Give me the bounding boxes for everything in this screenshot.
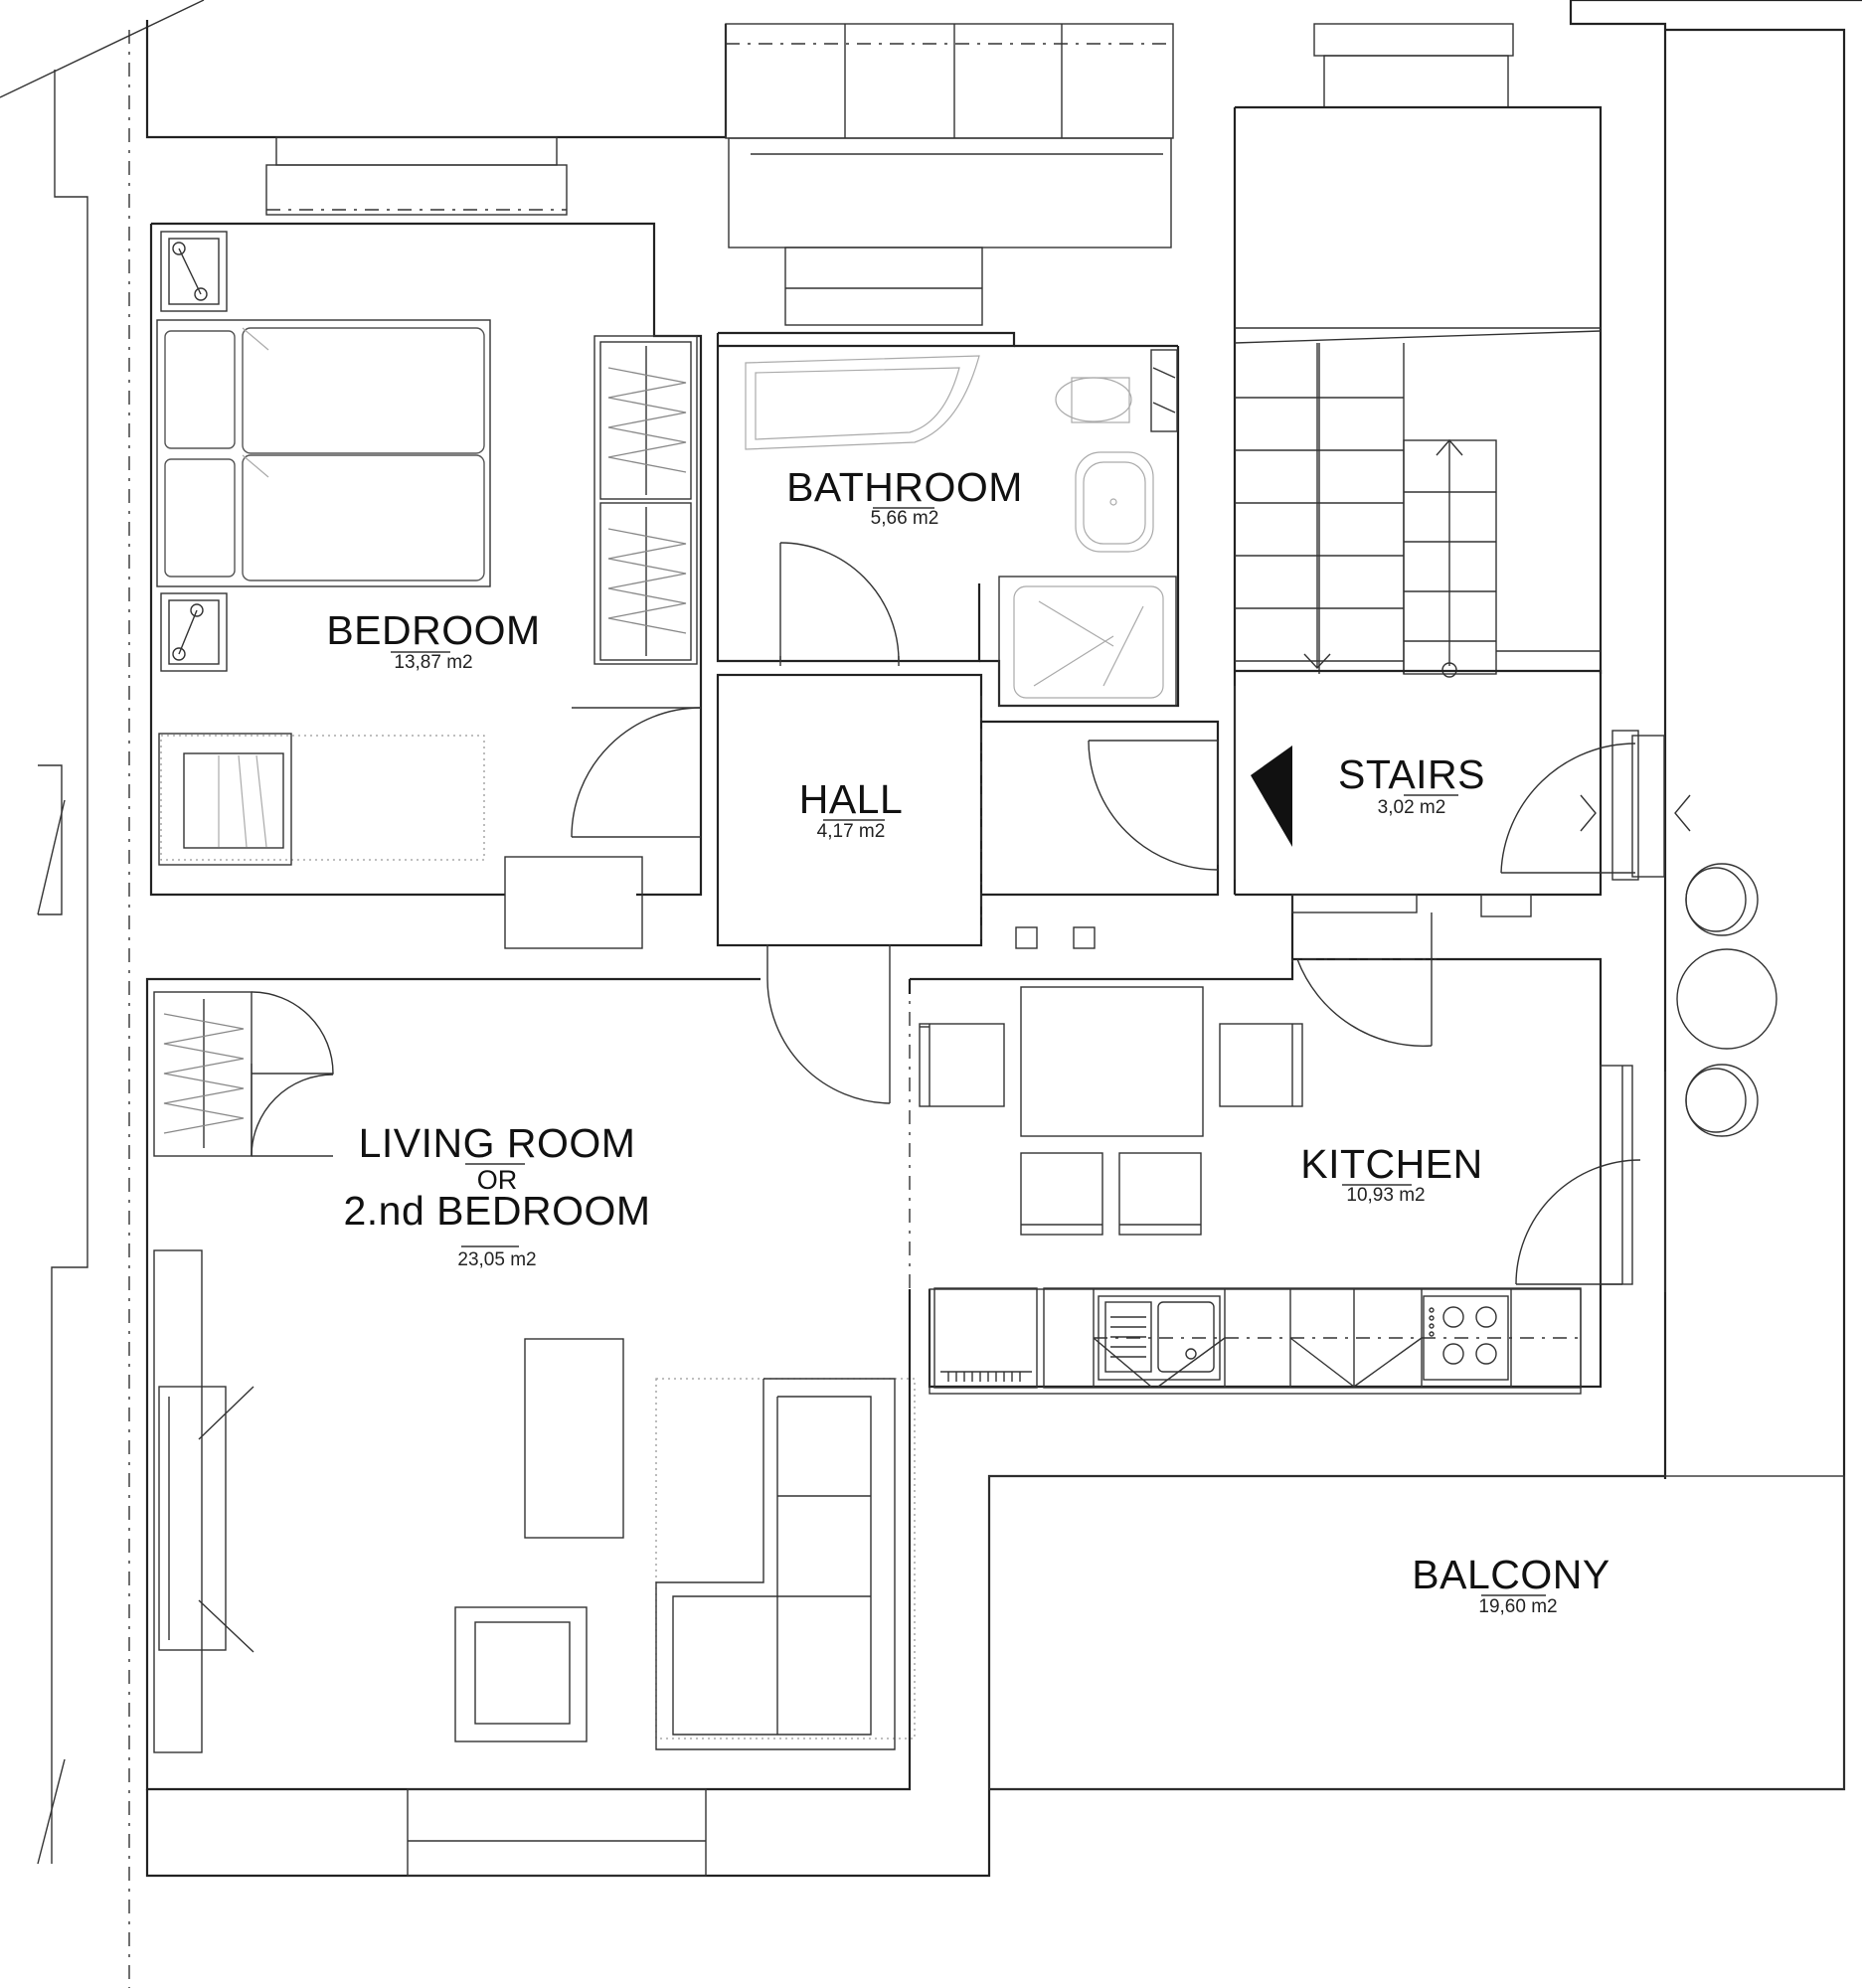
bathroom-area: 5,66 m2 [871,508,939,529]
kitchen-area: 10,93 m2 [1346,1185,1425,1206]
bedroom: BEDROOM 13,87 m2 [149,222,703,949]
corner-sofa [655,1378,916,1750]
living-room: LIVING ROOM OR 2.nd BEDROOM 23,05 m2 [145,944,916,1877]
entrance-arrow-icon [1251,746,1292,847]
door-kitchen [1291,894,1437,1047]
stairs-name: STAIRS [1338,751,1485,797]
nightstand-bottom [160,592,228,672]
living-area: 23,05 m2 [457,1249,536,1270]
kitchen-counter [929,1287,1582,1395]
balcony-area: 19,60 m2 [1478,1596,1557,1617]
balcony-name: BALCONY [1412,1552,1609,1597]
top-windows [265,23,1514,326]
sink-kitchen [1098,1295,1221,1381]
nightstand-top [160,231,228,312]
living-name-or: OR [477,1165,518,1195]
armchair-living [454,1606,588,1742]
door-bathroom [779,542,900,666]
balcony: BALCONY 19,60 m2 [1412,863,1777,1617]
kitchen-name: KITCHEN [1300,1141,1482,1187]
bathroom: BATHROOM 5,66 m2 [716,331,1180,708]
sink-bathroom [1075,451,1154,553]
bathtub [745,355,980,450]
living-window [407,1788,707,1877]
toilet [1055,349,1178,432]
stairs: STAIRS 3,02 m2 [1233,105,1691,917]
shower [998,576,1177,707]
double-bed [156,319,491,587]
bistro-seats [1676,863,1777,1137]
door-stairs [1500,730,1691,881]
door-hall [1088,740,1219,871]
hall-area: 4,17 m2 [817,821,886,842]
armchair-bedroom [158,733,485,866]
coffee-table [524,1338,624,1539]
hall-name: HALL [799,776,904,822]
living-name-line2: 2.nd BEDROOM [343,1188,650,1234]
stairs-area: 3,02 m2 [1378,797,1446,818]
door-kitchen-balcony [1515,1065,1641,1285]
stove-hob [1423,1295,1509,1381]
kitchen: KITCHEN 10,93 m2 [909,894,1641,1395]
hall: HALL 4,17 m2 [716,673,1220,949]
living-name-line1: LIVING ROOM [359,1120,636,1166]
tv-console [153,1249,254,1753]
bedroom-name: BEDROOM [326,607,540,653]
chairs [919,1023,1303,1236]
wardrobe-living [153,991,334,1157]
dining-table [1020,986,1204,1137]
bedroom-area: 13,87 m2 [394,652,472,673]
desk [504,856,643,949]
door-living [766,944,891,1104]
bathroom-name: BATHROOM [786,464,1023,510]
door-bedroom [571,707,702,838]
wardrobe-bedroom [593,335,698,665]
